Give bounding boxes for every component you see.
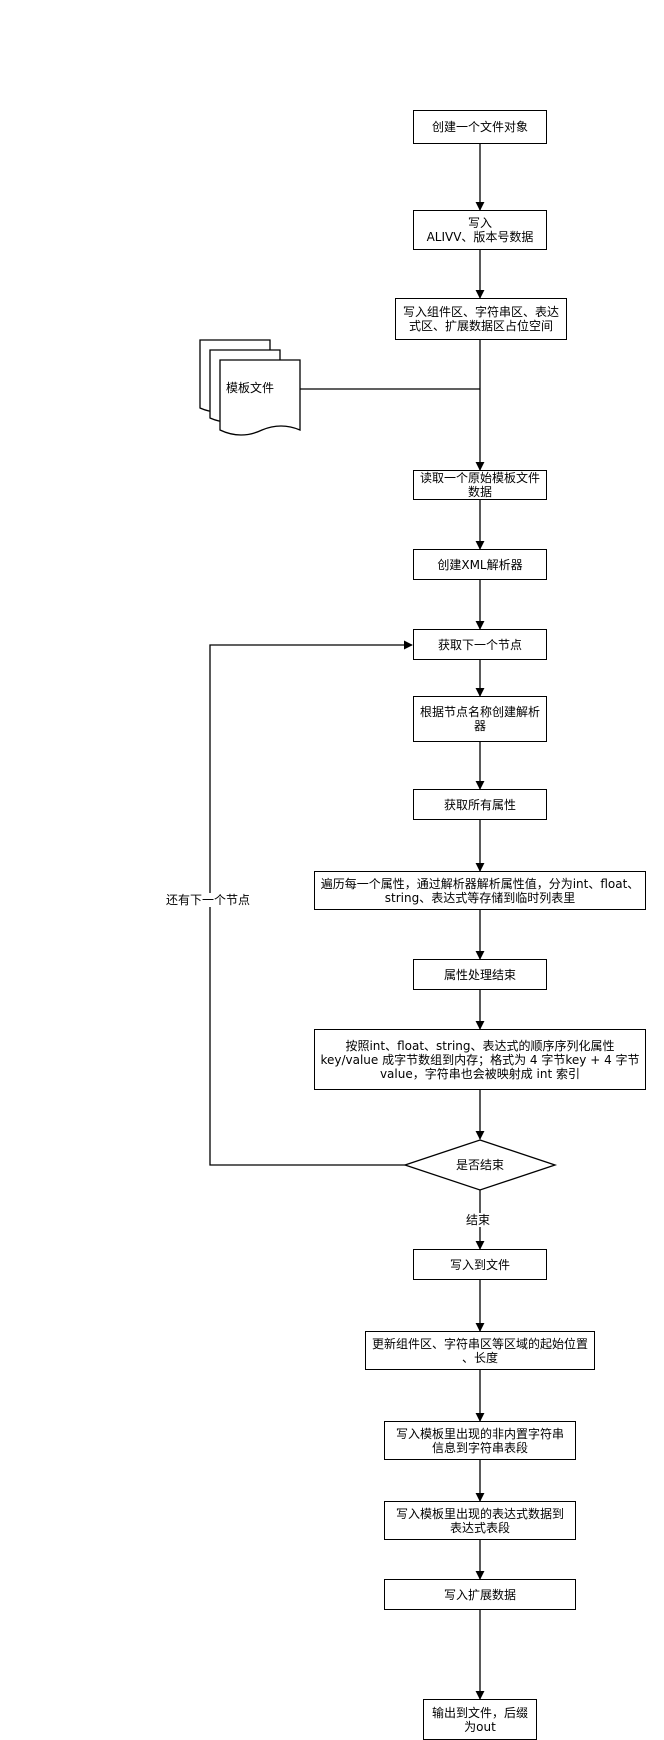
edge-label-end: 结束 — [466, 1213, 491, 1227]
edge-label-has-next: 还有下一个节点 — [166, 893, 251, 907]
node-attributes-done: 属性处理结束 — [413, 959, 547, 990]
decision-label: 是否结束 — [455, 1158, 504, 1172]
node-create-xml-parser: 创建XML解析器 — [413, 549, 547, 580]
node-write-placeholders: 写入组件区、字符串区、表达 式区、扩展数据区占位空间 — [395, 298, 567, 340]
node-write-expressions: 写入模板里出现的表达式数据到 表达式表段 — [384, 1501, 576, 1540]
template-files-label: 模板文件 — [226, 381, 275, 395]
node-serialize-attributes: 按照int、float、string、表达式的顺序序列化属性 key/value… — [314, 1029, 646, 1090]
template-files-shape — [199, 339, 301, 436]
node-write-strings: 写入模板里出现的非内置字符串 信息到字符串表段 — [384, 1421, 576, 1460]
node-read-template: 读取一个原始模板文件 数据 — [413, 470, 547, 500]
node-create-parser-by-name: 根据节点名称创建解析 器 — [413, 696, 547, 742]
node-write-extension: 写入扩展数据 — [384, 1579, 576, 1610]
node-create-file-object: 创建一个文件对象 — [413, 110, 547, 144]
node-write-header: 写入 ALIVV、版本号数据 — [413, 210, 547, 250]
node-get-next-node: 获取下一个节点 — [413, 629, 547, 660]
decision-diamond — [402, 1139, 558, 1191]
node-iterate-attributes: 遍历每一个属性，通过解析器解析属性值，分为int、float、 string、表… — [314, 871, 646, 910]
node-get-all-attributes: 获取所有属性 — [413, 789, 547, 820]
node-update-offsets: 更新组件区、字符串区等区域的起始位置 、长度 — [365, 1331, 595, 1370]
node-output-file: 输出到文件，后缀 为out — [423, 1699, 537, 1740]
node-write-to-file: 写入到文件 — [413, 1249, 547, 1280]
